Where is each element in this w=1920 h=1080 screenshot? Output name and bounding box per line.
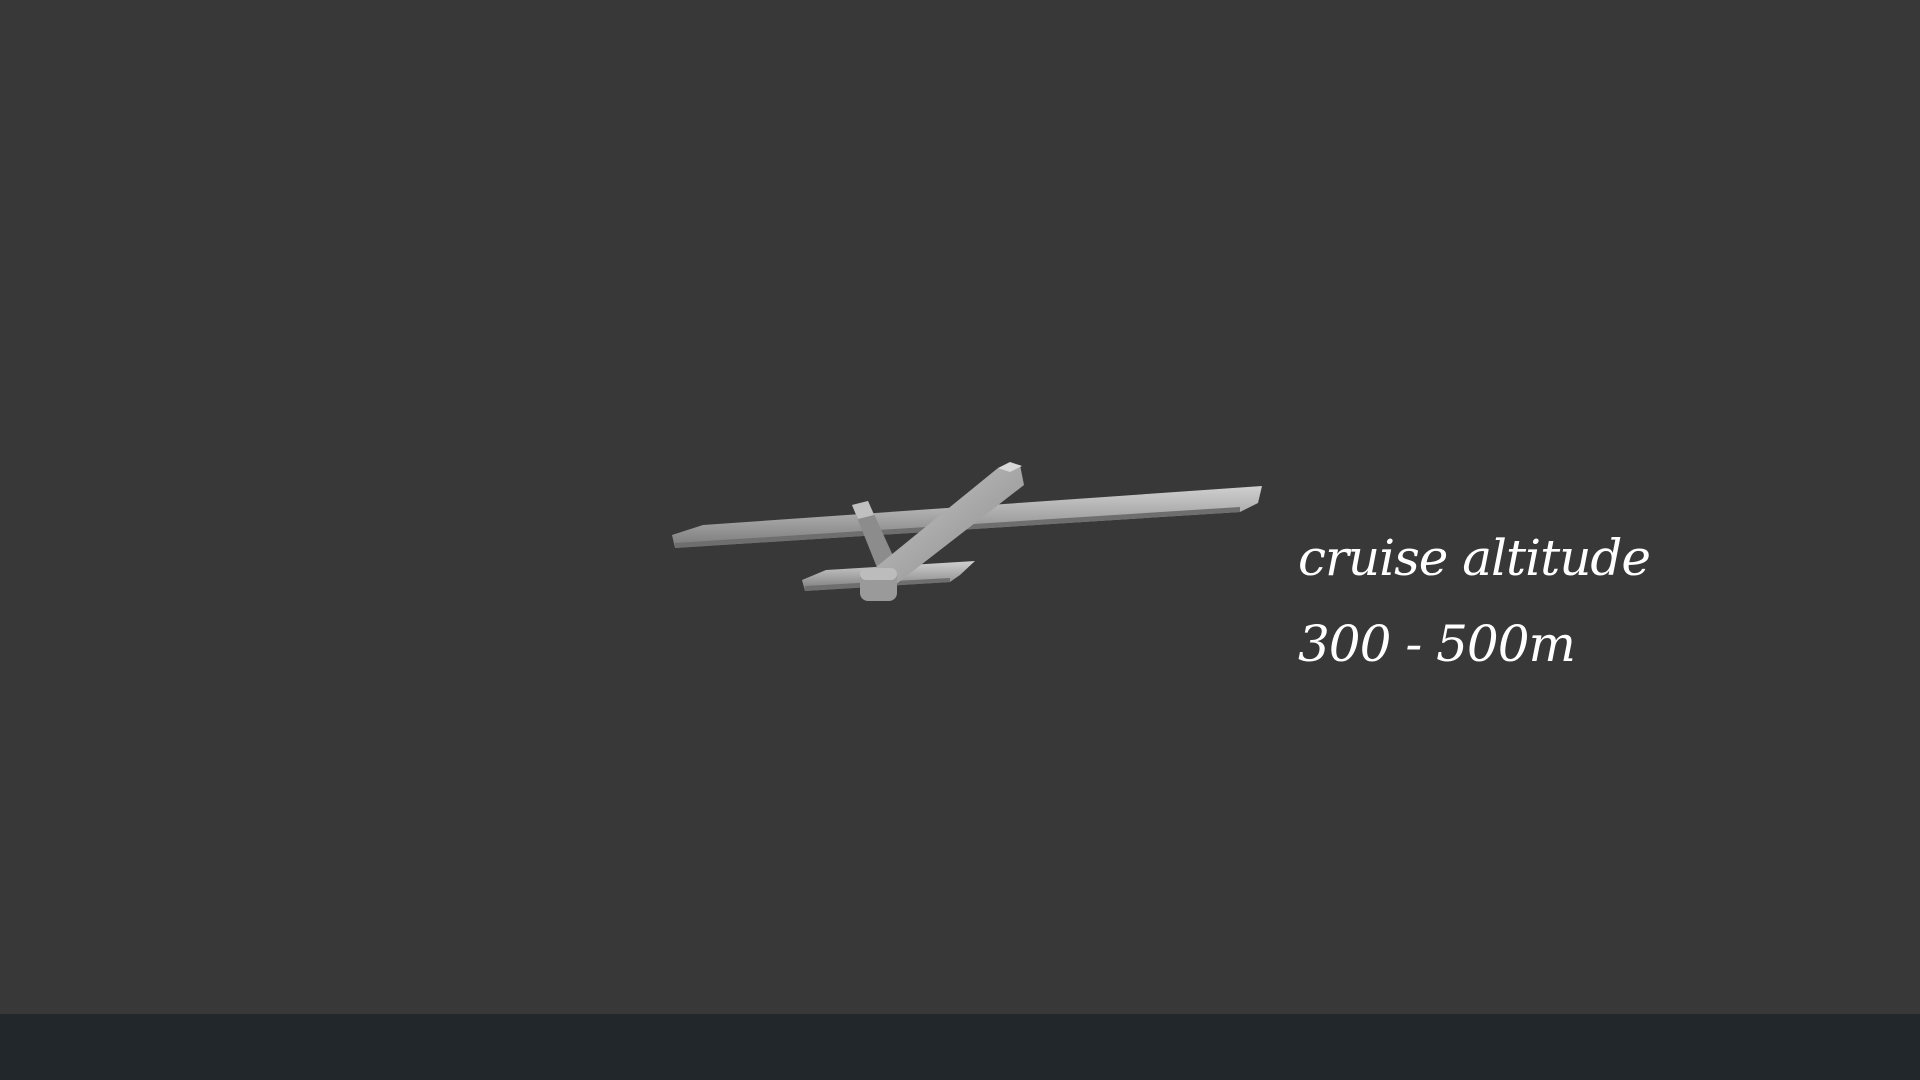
vertical-fin: [852, 501, 895, 575]
annotation-line-2: 300 - 500m: [1298, 615, 1576, 673]
annotation-line-1: cruise altitude: [1298, 529, 1651, 587]
tail-hub: [860, 568, 897, 601]
handwritten-annotation: cruise altitude 300 - 500m: [1298, 515, 1651, 687]
3d-viewport[interactable]: cruise altitude 300 - 500m: [0, 0, 1920, 1014]
aircraft-model[interactable]: [0, 0, 1920, 1014]
fuselage: [875, 462, 1024, 585]
bottom-bar: [0, 1014, 1920, 1080]
